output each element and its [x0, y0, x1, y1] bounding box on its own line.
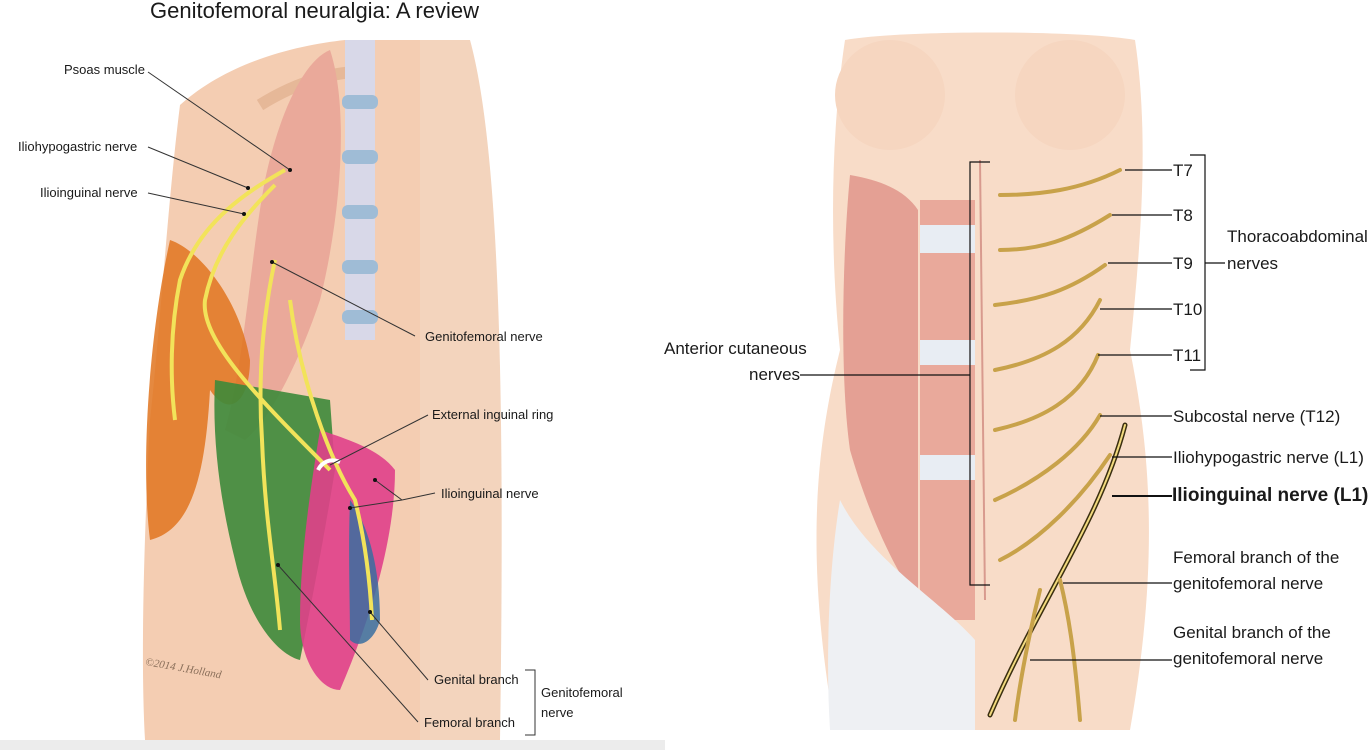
label-subcostal-nerve: Subcostal nerve (T12) [1173, 407, 1341, 426]
external-oblique-muscle [843, 175, 918, 600]
label-iliohypogastric-l1: Iliohypogastric nerve (L1) [1173, 448, 1364, 467]
nerve-t7 [998, 168, 1122, 197]
rectus-abdominis-muscle [920, 200, 975, 620]
genitofemoral-anatomy-illustration: ©2014 J.Holland [142, 40, 536, 740]
label-anterior-cutaneous-2: nerves [749, 365, 801, 384]
label-external-inguinal-ring: External inguinal ring [432, 407, 554, 422]
nerve-t8 [998, 213, 1112, 252]
label-anterior-cutaneous-1: Anterior cutaneous [664, 339, 807, 358]
label-femoral-branch-1: Femoral branch of the [1173, 548, 1340, 567]
nerve-l1-iliohypogastric [998, 453, 1112, 562]
ilioinguinal-zone-pink [300, 430, 395, 690]
label-genitofemoral-nerve: Genitofemoral nerve [425, 329, 543, 344]
label-psoas-muscle: Psoas muscle [64, 62, 145, 77]
femoral-branch [1058, 578, 1082, 722]
nerve-t10 [993, 298, 1102, 372]
label-iliohypogastric-nerve: Iliohypogastric nerve [18, 139, 138, 154]
bottom-scroll-strip [0, 740, 665, 750]
label-t11: T11 [1173, 346, 1202, 365]
label-t8: T8 [1173, 206, 1193, 225]
linea-alba [979, 159, 986, 601]
genitofemoral-nerve [258, 259, 282, 631]
genital-branch [288, 299, 374, 621]
label-ilioinguinal-nerve-mid: Ilioinguinal nerve [441, 486, 539, 501]
label-thoracoabdominal-1: Thoracoabdominal [1227, 227, 1368, 246]
label-t7: T7 [1173, 161, 1193, 180]
abdominal-nerves-illustration [800, 32, 1225, 730]
page-title: Genitofemoral neuralgia: A review [150, 0, 479, 23]
label-femoral-branch-2: genitofemoral nerve [1173, 574, 1324, 593]
ilioinguinal-nerve [202, 183, 332, 472]
label-ilioinguinal-nerve-top: Ilioinguinal nerve [40, 185, 138, 200]
psoas-muscle [225, 50, 341, 440]
label-genitofemoral-group-1: Genitofemoral [541, 685, 623, 700]
label-genitofemoral-group-2: nerve [541, 705, 574, 720]
right-breast [1015, 40, 1125, 150]
thigh-skin [420, 40, 502, 740]
iliohypogastric-nerve [169, 168, 286, 421]
nerve-t11 [993, 353, 1100, 432]
label-t9: T9 [1173, 254, 1193, 273]
nerve-t12 [993, 413, 1102, 502]
iliohypogastric-zone [146, 240, 250, 540]
label-genital-branch: Genital branch [434, 672, 519, 687]
label-thoracoabdominal-2: nerves [1227, 254, 1279, 273]
label-ilioinguinal-l1: Ilioinguinal nerve (L1) [1172, 485, 1368, 506]
aponeurosis [828, 500, 975, 730]
spine [345, 40, 375, 340]
label-genital-branch-1: Genital branch of the [1173, 623, 1331, 642]
label-t10: T10 [1173, 300, 1203, 319]
label-femoral-branch: Femoral branch [424, 715, 516, 730]
nerve-t9 [993, 263, 1107, 307]
left-breast [835, 40, 945, 150]
genital-branch-right [1013, 588, 1042, 722]
label-genital-branch-2: genitofemoral nerve [1173, 649, 1324, 668]
